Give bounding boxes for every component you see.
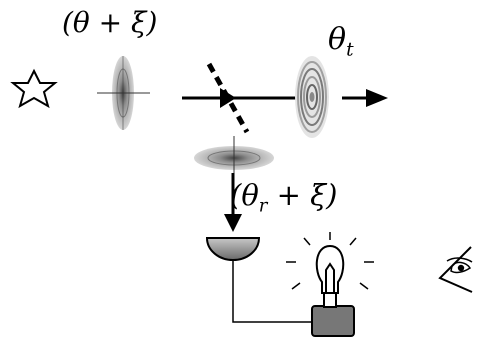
reflected-state-label: (θr + ξ) xyxy=(230,178,338,217)
input-polarization-ellipse xyxy=(97,56,150,130)
wire xyxy=(232,260,312,323)
lamp-box xyxy=(311,305,355,337)
transmitted-state-label: θt xyxy=(328,22,354,61)
lamp-stem xyxy=(323,292,337,308)
star-icon xyxy=(10,68,58,109)
transmitted-polarization-ellipse xyxy=(295,56,329,138)
light-bulb-icon xyxy=(315,244,345,294)
reflected-arrow xyxy=(224,214,242,232)
detector-icon xyxy=(205,237,261,261)
eye-icon xyxy=(438,246,473,293)
input-state-label: (θ + ξ) xyxy=(62,6,158,39)
light-rays xyxy=(286,232,374,290)
reflected-polarization-ellipse xyxy=(194,136,274,180)
transmitted-arrow xyxy=(366,89,388,107)
beam-splitter-icon xyxy=(206,62,250,134)
